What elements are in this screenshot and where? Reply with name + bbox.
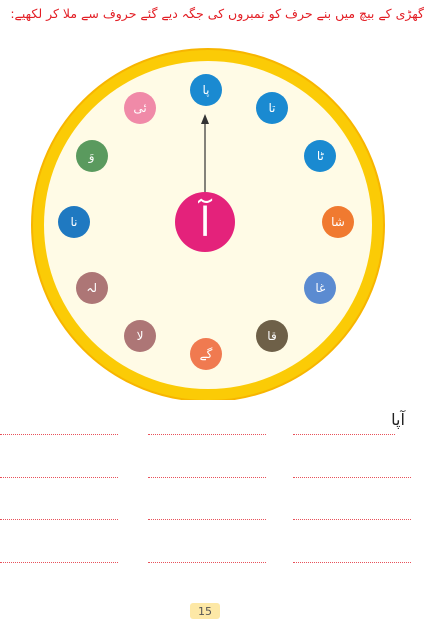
clock-number-circle: شا <box>322 206 354 238</box>
writing-line[interactable] <box>0 434 118 435</box>
writing-line[interactable] <box>0 519 118 520</box>
writing-line[interactable] <box>148 477 266 478</box>
clock-center-circle <box>175 192 235 252</box>
clock-number-circle: پا <box>190 74 222 106</box>
clock-number-circle: وَ <box>75 140 108 172</box>
clock-number-circle: ٹا <box>304 140 337 172</box>
clock-number-label: ئی <box>133 100 147 115</box>
writing-line[interactable] <box>0 477 118 478</box>
writing-line[interactable] <box>148 434 266 435</box>
clock-number-circle: گے <box>190 338 222 370</box>
example-word: آپا <box>391 410 405 429</box>
instruction-text: گھڑی کے بیچ میں بنے حرف کو نمبروں کی جگہ… <box>10 6 424 21</box>
writing-line[interactable] <box>0 562 118 563</box>
writing-line[interactable] <box>293 477 411 478</box>
clock-number-circle: نا <box>58 206 90 238</box>
clock-center-letter: آ <box>197 198 212 246</box>
writing-line[interactable] <box>293 562 411 563</box>
writing-line[interactable] <box>293 519 411 520</box>
clock-number-label: غا <box>315 281 326 295</box>
clock-number-circle: غا <box>304 272 337 304</box>
clock-number-label: گے <box>199 347 213 361</box>
page-number: 15 <box>190 603 220 619</box>
clock-number-circle: لہ <box>75 272 108 304</box>
clock-illustration: آ <box>31 48 385 400</box>
writing-line[interactable] <box>148 562 266 563</box>
clock-number-label: تا <box>268 100 276 115</box>
clock-number-label: لا <box>136 329 144 344</box>
clock-number-circle: ئی <box>124 91 156 124</box>
writing-line[interactable] <box>293 434 395 435</box>
clock-number-label: وَ <box>88 149 95 163</box>
clock-number-label: قا <box>267 329 277 344</box>
writing-line[interactable] <box>148 519 266 520</box>
clock-number-label: ٹا <box>316 149 324 163</box>
clock-number-circle: قا <box>256 320 288 353</box>
clock-number-circle: تا <box>256 91 288 124</box>
clock-hand-arrowhead-icon <box>201 114 209 124</box>
clock-number-label: نا <box>70 215 78 229</box>
clock-number-label: لہ <box>86 281 98 295</box>
clock-number-label: شا <box>331 215 345 229</box>
clock-number-label: پا <box>202 83 210 97</box>
clock-number-circle: لا <box>124 320 156 353</box>
